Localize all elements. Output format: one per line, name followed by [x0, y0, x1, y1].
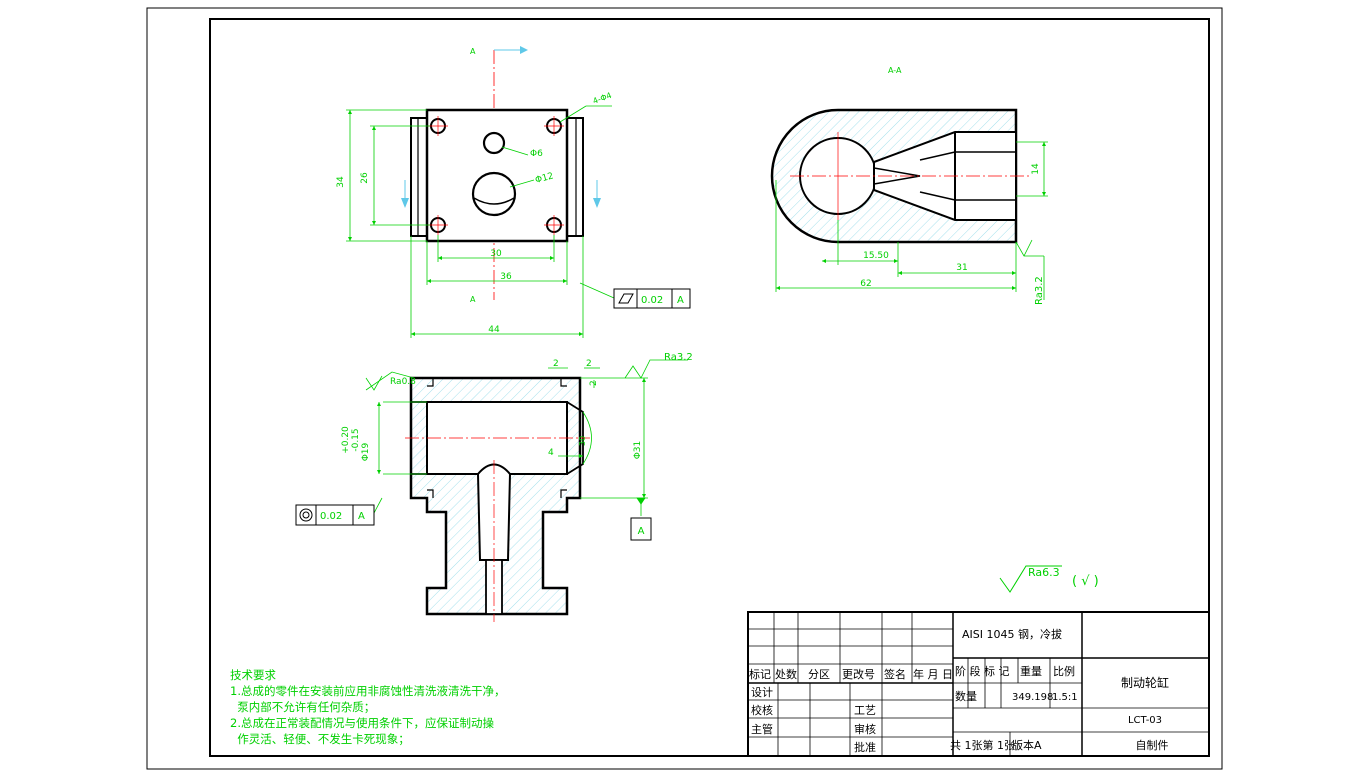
qty-label: 数量 [955, 690, 977, 703]
title-block [747, 611, 1210, 757]
tech-req-line-2: 泵内部不允许有任何杂质； [230, 700, 375, 714]
roughness-bore: Ra0.8 [390, 377, 416, 387]
datum-a-box [630, 517, 652, 541]
title-block-text: 标记 处数 分区 更改号 签名 年 月 日 设计 校核 主管 工艺 审核 批准 … [749, 627, 1169, 754]
section-view: 2 2 2 4 30 Φ31 +0.20 -0.15 Φ19 Ra0.8 Ra3… [295, 352, 693, 622]
general-roughness: Ra6.3 ( √ ) [999, 565, 1099, 593]
flatness-tol: 0.02 [641, 295, 663, 306]
dim-2a: 2 [553, 359, 559, 369]
roughness-general-suffix: ( √ ) [1072, 574, 1099, 589]
dim-26: 26 [360, 172, 370, 184]
roughness-side: Ra3.2 [1034, 276, 1045, 305]
technical-requirements: 技术要求 1.总成的零件在安装前应用非腐蚀性清洗液清洗干净， 泵内部不允许有任何… [230, 668, 505, 746]
dim-phi12: Φ12 [534, 171, 555, 185]
coaxiality-icon [299, 508, 313, 522]
part-name: 制动轮缸 [1121, 675, 1169, 690]
flatness-icon [618, 293, 634, 304]
coaxiality-tol: 0.02 [320, 511, 342, 522]
dim-2b: 2 [586, 359, 592, 369]
drawing-number: LCT-03 [1128, 715, 1162, 726]
part-type: 自制件 [1136, 739, 1169, 752]
dim-36: 36 [500, 272, 512, 282]
role-review: 审核 [854, 722, 876, 736]
front-view: A A [336, 46, 691, 338]
tech-req-line-4: 作灵活、轻便、不发生卡死现象； [230, 732, 410, 746]
roughness-top: Ra3.2 [664, 352, 693, 363]
rev-header-zone: 分区 [808, 668, 830, 681]
rev-header-mark: 标记 [749, 667, 771, 681]
roughness-general: Ra6.3 [1028, 566, 1060, 579]
scale-value: 1.5:1 [1052, 692, 1078, 703]
flatness-datum: A [677, 295, 684, 306]
bore-tol-plus: +0.20 [341, 426, 351, 454]
section-mark-top: A [470, 47, 476, 56]
role-approve: 批准 [854, 740, 876, 754]
dim-30-arc: 30 [578, 436, 587, 446]
rev-header-sign: 签名 [884, 667, 906, 681]
rev-header-count: 处数 [775, 668, 797, 681]
side-view-title: A-A [888, 66, 902, 75]
section-mark-bottom: A [470, 295, 476, 304]
role-design: 设计 [751, 686, 773, 699]
dim-2c: 2 [589, 380, 599, 386]
weight-value: 349.198 [1012, 692, 1053, 703]
dim-44: 44 [488, 325, 500, 335]
sheet-count: 共 1张第 1张 [950, 738, 1015, 752]
dim-15-50: 15.50 [863, 251, 889, 261]
weight-header: 重量 [1020, 664, 1042, 678]
dim-4: 4 [548, 448, 554, 458]
dim-62: 62 [860, 279, 871, 289]
outer-border [146, 7, 1223, 770]
role-check: 校核 [751, 703, 773, 717]
datum-a-label: A [638, 526, 645, 537]
dim-phi6: Φ6 [530, 149, 543, 159]
side-view: A-A 14 15.50 31 62 Ra3 [770, 66, 1048, 305]
dim-14: 14 [1031, 163, 1041, 175]
bore-tol-minus: -0.15 [351, 428, 361, 451]
inner-border [209, 18, 1210, 757]
dim-34: 34 [336, 176, 346, 188]
tech-req-title: 技术要求 [230, 668, 276, 682]
rev-header-date: 年 月 日 [913, 667, 953, 681]
material: AISI 1045 钢，冷拔 [962, 627, 1062, 641]
bore-diameter: Φ19 [361, 442, 371, 461]
scale-header: 比例 [1053, 664, 1075, 678]
dim-phi31: Φ31 [633, 441, 643, 460]
role-process: 工艺 [854, 704, 876, 717]
stage-mark-header: 阶 段 标 记 [955, 664, 1010, 678]
version: 版本A [1012, 738, 1042, 752]
tech-req-line-1: 1.总成的零件在安装前应用非腐蚀性清洗液清洗干净， [230, 684, 505, 698]
tech-req-line-3: 2.总成在正常装配情况与使用条件下，应保证制动操 [230, 716, 494, 730]
role-supervisor: 主管 [751, 722, 773, 736]
dim-holes: 4-Φ4 [592, 91, 613, 106]
coaxiality-datum: A [358, 511, 365, 522]
rev-header-change: 更改号 [842, 667, 875, 681]
dim-30: 30 [490, 249, 502, 259]
dim-31: 31 [956, 263, 967, 273]
